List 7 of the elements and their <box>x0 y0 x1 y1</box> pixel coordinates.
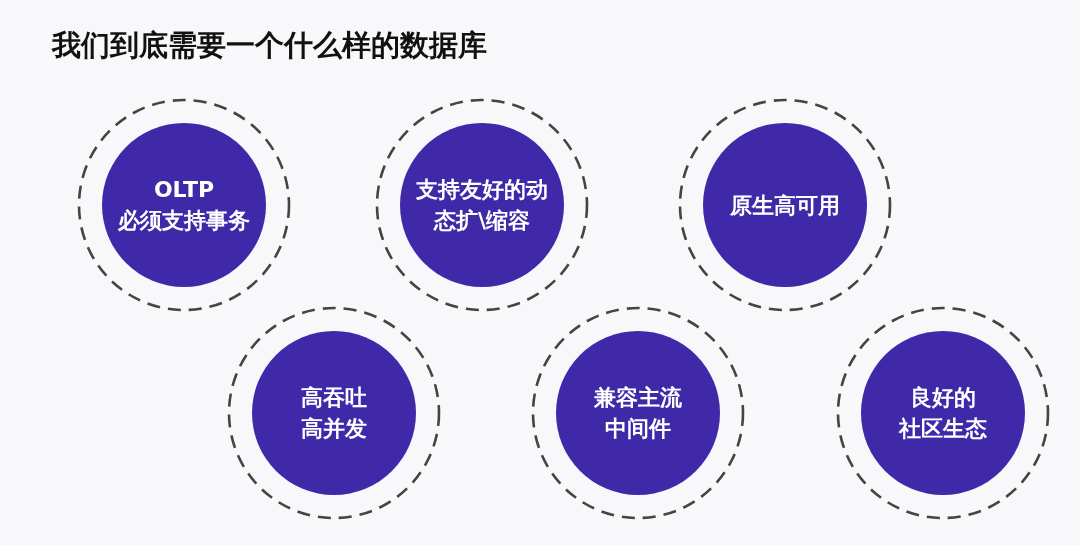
circle-label: 支持友好的动态扩\缩容 <box>416 176 548 235</box>
circle-label: 高吞吐高并发 <box>301 384 367 443</box>
circle-label: OLTP 必须支持事务 <box>118 176 250 235</box>
circle-label: 原生高可用 <box>730 191 840 220</box>
circle-label: 兼容主流中间件 <box>594 384 682 443</box>
circle-label: 良好的社区生态 <box>899 384 987 443</box>
page-title: 我们到底需要一个什么样的数据库 <box>52 27 487 64</box>
